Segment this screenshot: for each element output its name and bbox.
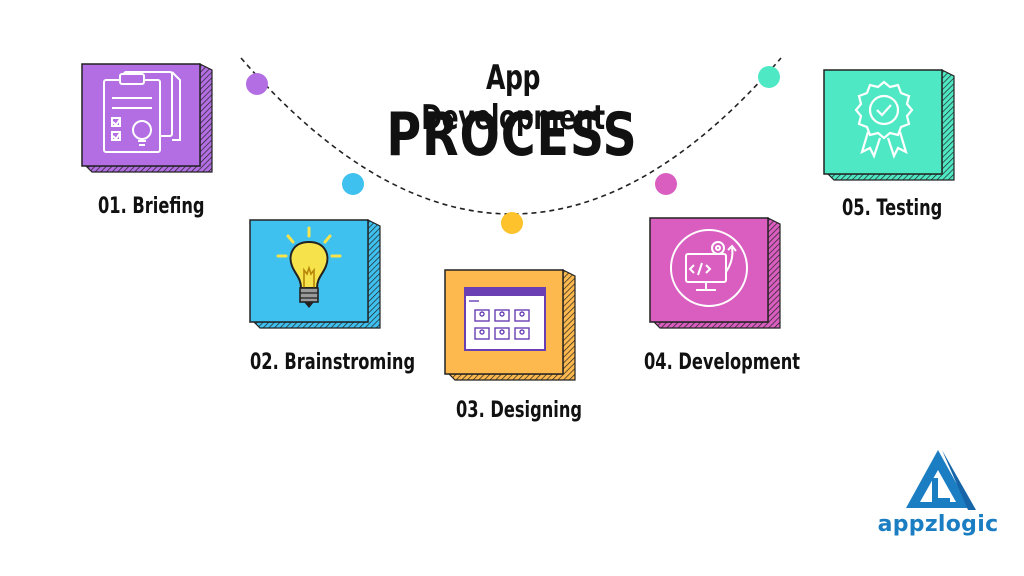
arc-dot-2 <box>342 173 364 195</box>
lightbulb-icon <box>276 226 342 308</box>
wireframe-layout-icon <box>464 287 546 351</box>
step-card-development <box>648 216 784 330</box>
clipboard-lightbulb-icon <box>103 71 181 153</box>
arc-dot-4 <box>655 173 677 195</box>
code-monitor-icon <box>670 229 748 307</box>
step-label-development: 04. Development <box>644 350 801 375</box>
step-card-testing <box>822 68 958 182</box>
step-card-designing <box>443 268 579 382</box>
diagram-subtitle: PROCESS <box>386 100 638 170</box>
quality-badge-icon <box>854 80 914 159</box>
arc-dot-1 <box>246 73 268 95</box>
brand-logo-text: appzlogic <box>877 512 999 537</box>
arc-dot-3 <box>501 212 523 234</box>
appzlogic-logo-icon <box>906 450 976 510</box>
step-card-briefing <box>80 62 216 174</box>
brand-logo: appzlogic <box>872 448 1004 538</box>
step-label-brainstorming: 02. Brainstroming <box>250 350 416 375</box>
arc-dot-5 <box>758 66 780 88</box>
diagram-title: App Development <box>421 58 605 138</box>
step-card-brainstorming <box>248 218 384 330</box>
step-label-designing: 03. Designing <box>456 398 583 423</box>
step-label-testing: 05. Testing <box>842 196 943 221</box>
step-label-briefing: 01. Briefing <box>98 194 205 219</box>
